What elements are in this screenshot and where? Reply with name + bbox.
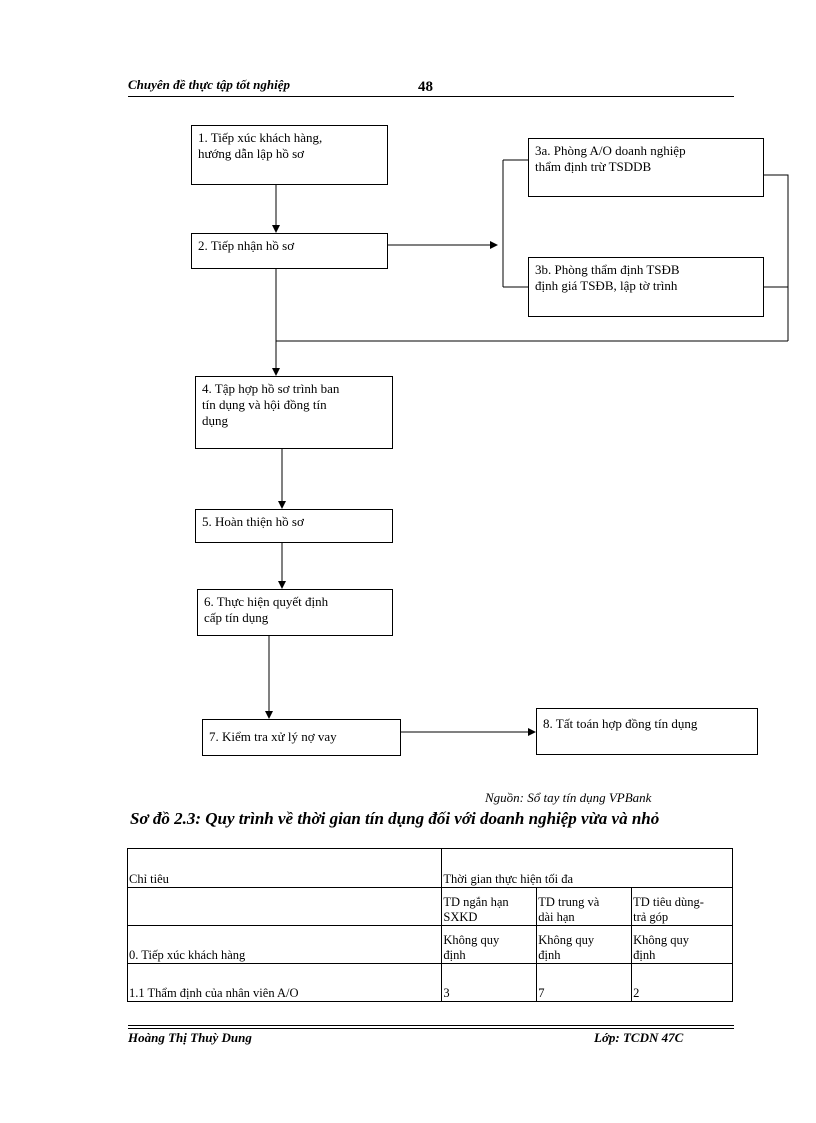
cell-line-1: Không quy <box>633 933 689 947</box>
footer-class: Lớp: TCDN 47C <box>594 1030 684 1045</box>
step-3b-line-1: 3b. Phòng thẩm định TSĐB <box>535 262 680 277</box>
figure-caption: Sơ đồ 2.3: Quy trình về thời gian tín dụ… <box>130 809 660 828</box>
step-3a-line-1: 3a. Phòng A/O doanh nghiệp <box>535 143 686 158</box>
cell-line-1: Không quy <box>443 933 500 947</box>
row-cell: Không quy định <box>441 925 538 964</box>
step-3b-line-2: định giá TSĐB, lập tờ trình <box>535 278 678 293</box>
return-3a <box>764 174 789 341</box>
step-4-line-3: dụng <box>202 413 228 428</box>
table-row: 1.1 Thẩm định của nhân viên A/O 3 7 2 <box>126 963 733 1002</box>
subheader-consumer-l2: trả góp <box>633 910 669 924</box>
step-1-line-2: hướng dẫn lập hồ sơ <box>198 146 305 161</box>
step-8-line-1: 8. Tất toán hợp đồng tín dụng <box>543 716 698 731</box>
row-cell: Không quy định <box>631 925 733 964</box>
step-1-box: 1. Tiếp xúc khách hàng, hướng dẫn lập hồ… <box>191 125 388 185</box>
header-title: Chuyên đề thực tập tốt nghiệp <box>128 77 290 92</box>
step-2-box: 2. Tiếp nhận hồ sơ <box>191 233 388 269</box>
row-label: 0. Tiếp xúc khách hàng <box>126 925 443 964</box>
step-6-line-1: 6. Thực hiện quyết định <box>204 594 329 609</box>
table-header-row: Chỉ tiêu Thời gian thực hiện tối đa <box>126 848 733 888</box>
step-8-box: 8. Tất toán hợp đồng tín dụng <box>536 708 758 755</box>
cell-line-1: Không quy <box>538 933 595 947</box>
flowchart-connectors <box>265 159 789 736</box>
row-cell: 7 <box>536 963 633 1002</box>
subheader-consumer-l1: TD tiêu dùng- <box>633 895 704 909</box>
step-4-box: 4. Tập hợp hồ sơ trình ban tín dụng và h… <box>195 376 393 449</box>
header-max-time: Thời gian thực hiện tối đa <box>441 848 733 888</box>
row-cell: Không quy định <box>536 925 633 964</box>
cell-line-2: định <box>538 948 561 962</box>
row-cell: 3 <box>441 963 538 1002</box>
source-note: Nguồn: Sổ tay tín dụng VPBank <box>485 790 652 805</box>
table-subheader-row: TD ngắn hạn SXKD TD trung và dài hạn TD … <box>126 887 733 926</box>
step-7-box: 7. Kiểm tra xử lý nợ vay <box>202 719 401 756</box>
subheader-short-term-l1: TD ngắn hạn <box>443 895 509 909</box>
step-3a-line-2: thẩm định trừ TSDDB <box>535 159 652 174</box>
footer-rule <box>128 1025 734 1026</box>
step-6-line-2: cấp tín dụng <box>204 610 269 625</box>
cell-line-2: định <box>443 948 466 962</box>
step-1-line-1: 1. Tiếp xúc khách hàng, <box>198 130 323 145</box>
subheader-medium-term: TD trung và dài hạn <box>536 887 633 926</box>
subheader-short-term-l2: SXKD <box>443 910 478 924</box>
step-3b-box: 3b. Phòng thẩm định TSĐB định giá TSĐB, … <box>528 257 764 317</box>
step-5-box: 5. Hoàn thiện hồ sơ <box>195 509 393 543</box>
footer-author: Hoàng Thị Thuỳ Dung <box>128 1030 252 1045</box>
header-rule <box>128 96 734 97</box>
step-2-line-1: 2. Tiếp nhận hồ sơ <box>198 238 295 253</box>
footer-rule <box>128 1028 734 1029</box>
row-label: 1.1 Thẩm định của nhân viên A/O <box>126 963 443 1002</box>
step-6-box: 6. Thực hiện quyết định cấp tín dụng <box>197 589 393 636</box>
row-cell: 2 <box>631 963 733 1002</box>
cell-line-2: định <box>633 948 656 962</box>
step-4-line-1: 4. Tập hợp hồ sơ trình ban <box>202 381 340 396</box>
subheader-medium-term-l1: TD trung và <box>538 895 600 909</box>
subheader-consumer: TD tiêu dùng- trả góp <box>631 887 733 926</box>
step-7-line-1: 7. Kiểm tra xử lý nợ vay <box>209 729 337 744</box>
step-5-line-1: 5. Hoàn thiện hồ sơ <box>202 514 304 529</box>
step-3a-box: 3a. Phòng A/O doanh nghiệp thẩm định trừ… <box>528 138 764 197</box>
page-number: 48 <box>418 79 433 95</box>
table-row: 0. Tiếp xúc khách hàng Không quy định Kh… <box>126 925 733 964</box>
subheader-empty <box>126 887 443 926</box>
time-table: Chỉ tiêu Thời gian thực hiện tối đa TD n… <box>126 848 733 1002</box>
subheader-short-term: TD ngắn hạn SXKD <box>441 887 538 926</box>
step-4-line-2: tín dụng và hội đồng tín <box>202 397 327 412</box>
subheader-medium-term-l2: dài hạn <box>538 910 575 924</box>
header-indicator: Chỉ tiêu <box>126 848 443 888</box>
